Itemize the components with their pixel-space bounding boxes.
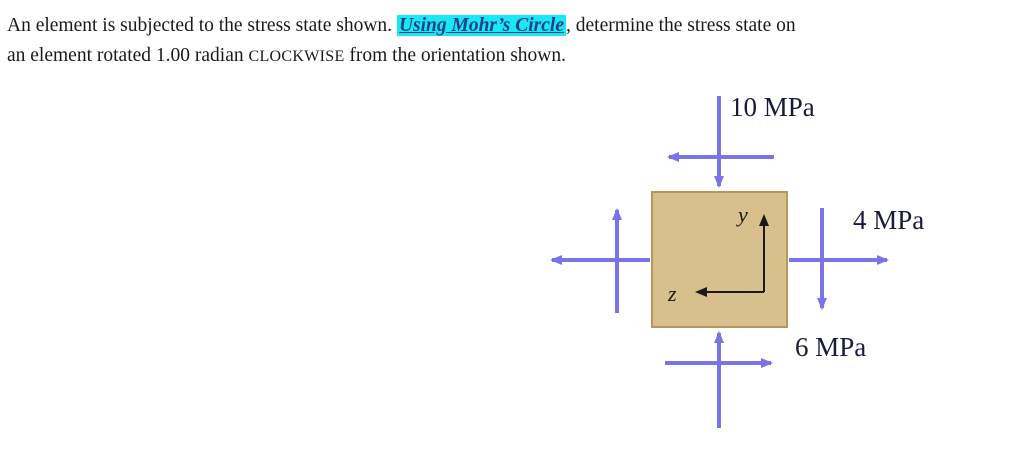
- left-face-stress-arrows: [550, 208, 650, 313]
- clockwise-word: CLOCKWISE: [248, 48, 345, 65]
- bottom-stress-label: 6 MPa: [795, 332, 866, 362]
- problem-text-2a: an element rotated 1.00 radian: [7, 45, 249, 66]
- problem-text-1b: , determine the stress state on: [566, 15, 796, 36]
- right-face-stress-arrows: [789, 208, 889, 310]
- mohrs-circle-highlight: Using Mohr’s Circle: [396, 15, 566, 36]
- coordinate-axes: y z: [667, 202, 769, 306]
- right-stress-label: 4 MPa: [853, 205, 924, 235]
- problem-statement: An element is subjected to the stress st…: [7, 11, 1012, 72]
- stress-element: [651, 191, 788, 328]
- problem-line-2: an element rotated 1.00 radian CLOCKWISE…: [7, 41, 1012, 72]
- top-face-stress-arrows: [667, 96, 774, 188]
- bottom-face-stress-arrows: [665, 331, 773, 428]
- problem-line-1: An element is subjected to the stress st…: [7, 11, 1012, 41]
- top-stress-label: 10 MPa: [730, 92, 815, 122]
- z-axis-label: z: [667, 281, 677, 306]
- problem-text-1a: An element is subjected to the stress st…: [7, 15, 397, 36]
- problem-text-2b: from the orientation shown.: [344, 45, 567, 66]
- y-axis-label: y: [736, 202, 748, 227]
